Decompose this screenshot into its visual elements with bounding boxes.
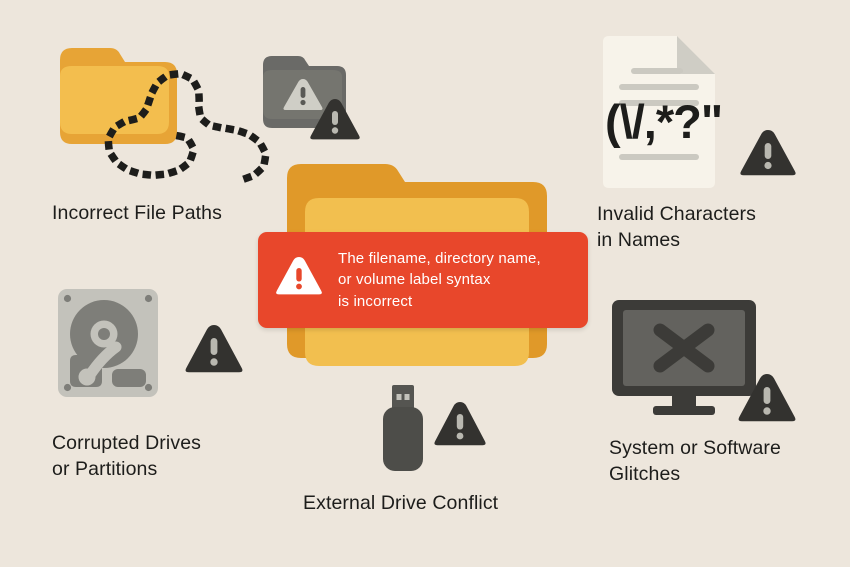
cause-label-invalid-characters: Invalid Characters in Names xyxy=(597,203,756,251)
warning-triangle-icon xyxy=(308,97,362,145)
invalid-characters-text: (\/,*?" xyxy=(605,95,723,148)
error-banner: The filename, directory name, or volume … xyxy=(258,232,588,328)
cause-label-external-drive-conflict: External Drive Conflict xyxy=(303,492,499,514)
cause-label-incorrect-file-paths: Incorrect File Paths xyxy=(52,202,222,224)
monitor-error-icon xyxy=(610,298,758,416)
cause-label-corrupted-drives: Corrupted Drives or Partitions xyxy=(52,432,201,480)
warning-triangle-icon xyxy=(736,372,798,428)
warning-triangle-icon xyxy=(738,128,798,182)
usb-drive-icon xyxy=(378,383,428,473)
cause-label-system-software-glitches: System or Software Glitches xyxy=(609,437,781,485)
dashed-path-icon xyxy=(95,50,295,210)
warning-triangle-icon xyxy=(274,255,324,305)
warning-triangle-icon xyxy=(183,323,245,379)
error-message-text: The filename, directory name, or volume … xyxy=(338,249,541,310)
warning-triangle-icon xyxy=(432,400,488,452)
hard-drive-icon xyxy=(56,287,160,399)
document-icon xyxy=(597,32,721,188)
